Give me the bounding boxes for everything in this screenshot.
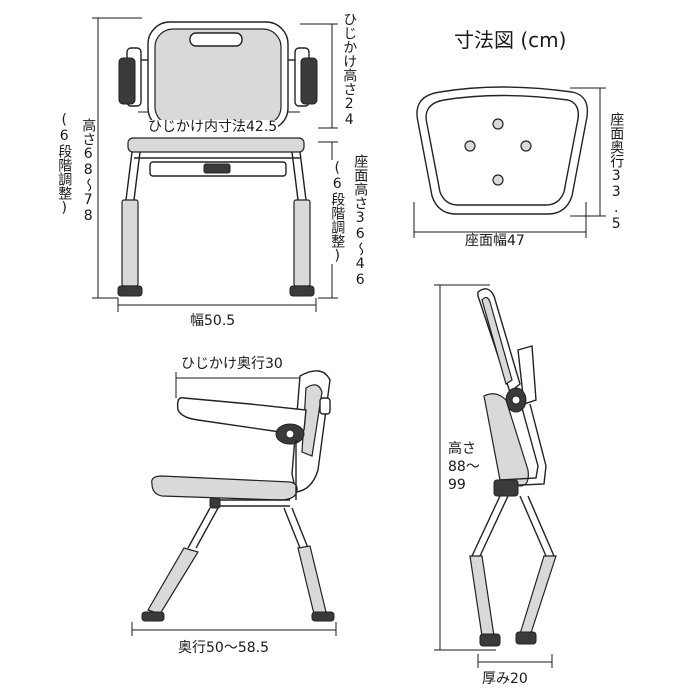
folded-height-text: 高さ88～99 <box>448 441 480 494</box>
armrest-depth-label: ひじかけ奥行30 <box>180 356 284 372</box>
seat-width-label: 座面幅47 <box>464 233 526 249</box>
front-width-label: 幅50.5 <box>190 313 236 329</box>
armrest-inner-label: ひじかけ内寸法42.5 <box>147 119 279 135</box>
seat-top-view-drawing <box>413 86 606 238</box>
folded-height-label: 高さ88～99 <box>447 440 483 495</box>
armrest-height-label: ひじかけ高さ24 <box>341 12 358 128</box>
diagram-title: 寸法図 (cm) <box>454 28 567 52</box>
seat-depth-label: 座面奥行33.5 <box>608 112 625 232</box>
side-view-drawing <box>131 370 337 636</box>
front-height-label: 高さ68～78 <box>80 118 97 224</box>
side-depth-label: 奥行50～58.5 <box>178 640 269 656</box>
seat-height-note: (6段階調整) <box>329 160 346 264</box>
front-height-note: (6段階調整) <box>56 112 73 216</box>
folded-view-drawing <box>434 284 557 668</box>
folded-thickness-label: 厚み20 <box>482 671 528 687</box>
front-view-drawing <box>92 17 338 312</box>
seat-height-label: 座面高さ36～46 <box>352 154 369 288</box>
